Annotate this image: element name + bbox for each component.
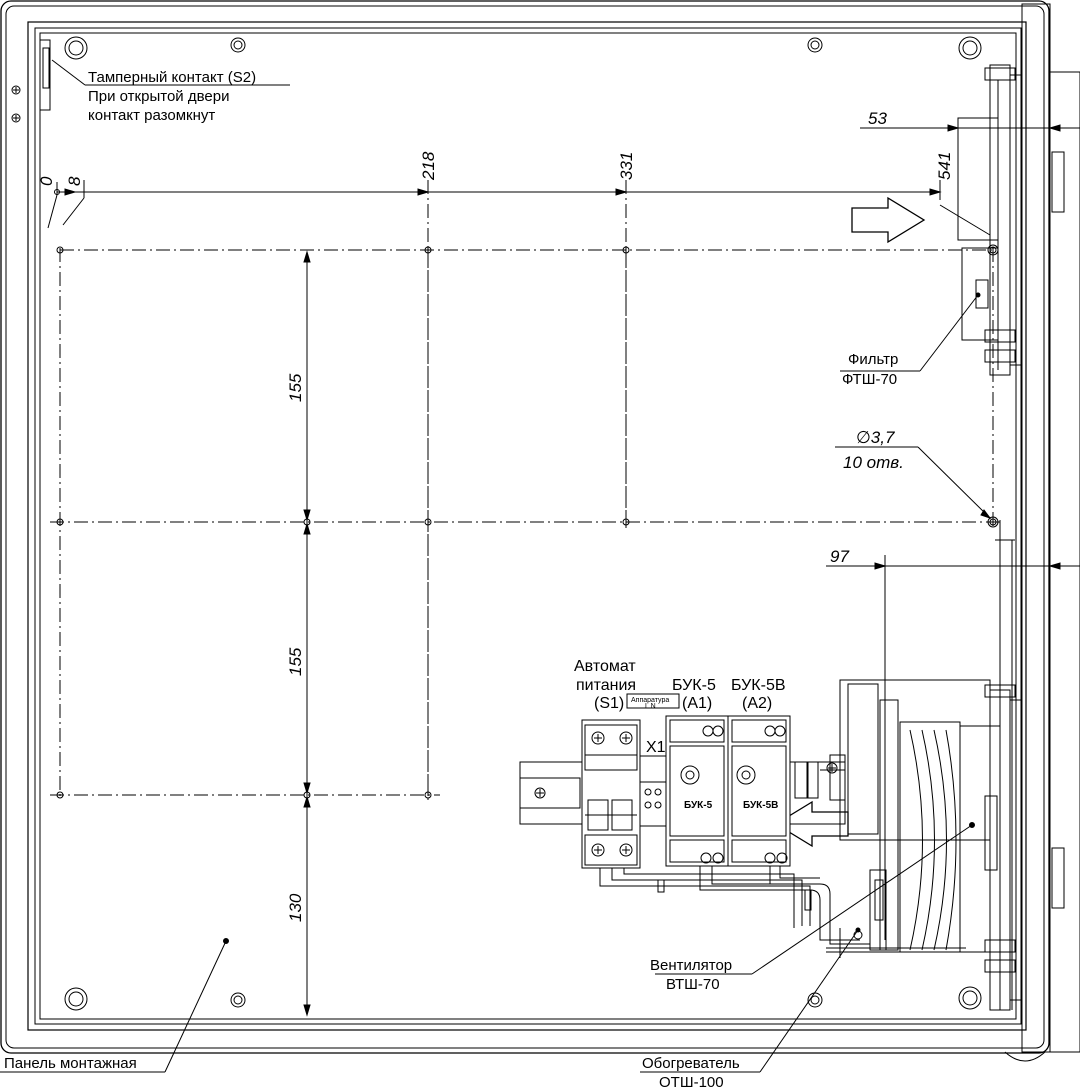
top-dimension	[47, 180, 942, 800]
tamper-label-line1: Тамперный контакт (S2)	[88, 69, 256, 86]
buk5v-label-line2: (A2)	[742, 695, 772, 712]
tamper-switch	[39, 39, 86, 111]
dim-x-541: 541	[935, 152, 954, 180]
holes-label-line2: 10 отв.	[843, 453, 904, 472]
fan-assembly	[774, 679, 1023, 1011]
tamper-label-line3: контакт разомкнут	[88, 107, 215, 124]
buk5v-module	[727, 715, 791, 867]
buk5v-label-line1: БУК-5В	[731, 677, 786, 694]
dim-x-0: 0	[37, 176, 56, 186]
enclosure-frame	[0, 0, 1080, 1062]
wiring	[599, 866, 870, 945]
breaker-label-line3: (S1)	[594, 695, 624, 712]
hole-grid	[50, 248, 1000, 800]
vertical-dimension	[303, 250, 311, 1017]
buk5-label-line1: БУК-5	[672, 677, 716, 694]
filter-label-line1: Фильтр	[848, 351, 898, 368]
terminal-block	[639, 755, 667, 827]
dim-x-218: 218	[419, 151, 438, 181]
dim-right-53: 53	[868, 109, 887, 128]
dim-v-155-a: 155	[286, 373, 305, 402]
dim-v-130: 130	[286, 893, 305, 922]
dim-v-155-b: 155	[286, 647, 305, 676]
breaker-label-line1: Автомат	[574, 658, 636, 675]
buk5-face-label: БУК-5	[684, 800, 713, 811]
heater-label-line2: ОТШ-100	[659, 1074, 724, 1091]
circuit-breaker	[581, 719, 641, 869]
panel-label: Панель монтажная	[4, 1055, 137, 1072]
app-box-line2: L N	[645, 703, 656, 710]
filter-label-line2: ФТШ-70	[842, 371, 897, 388]
mounting-holes	[64, 36, 982, 1011]
heater-label-line1: Обогреватель	[642, 1055, 740, 1072]
breaker-label-line2: питания	[576, 677, 636, 694]
left-screws	[11, 85, 21, 123]
buk5-label-line2: (A1)	[682, 695, 712, 712]
leader-lines	[0, 84, 992, 1073]
app-box-line1: Аппаратура	[631, 697, 669, 704]
fan-label-line1: Вентилятор	[650, 957, 732, 974]
dim-x-8: 8	[65, 176, 84, 186]
terminal-label: X1	[646, 739, 666, 756]
tamper-label-line2: При открытой двери	[88, 88, 229, 105]
right-dimensions	[826, 124, 1080, 1010]
holes-label-line1: ∅3,7	[856, 428, 895, 447]
heater-assembly	[826, 869, 966, 958]
dim-x-331: 331	[617, 152, 636, 180]
fan-label-line2: ВТШ-70	[666, 976, 720, 993]
filter-assembly	[851, 64, 1023, 528]
buk5-module	[665, 715, 729, 867]
dim-right-97: 97	[830, 547, 849, 566]
buk5v-face-label: БУК-5В	[743, 800, 778, 811]
